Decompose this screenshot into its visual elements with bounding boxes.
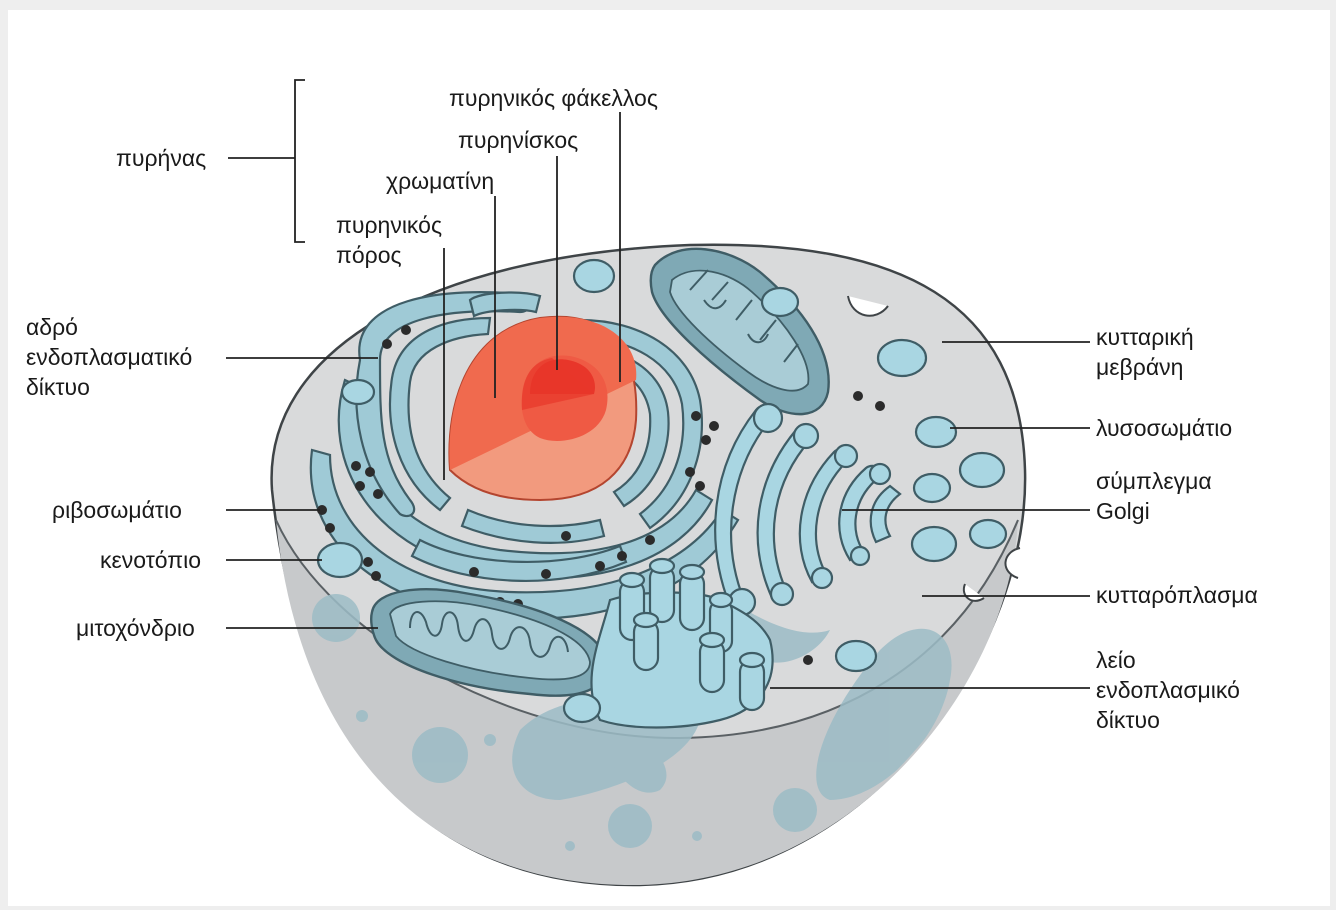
- label-nuclear-pore: πυρηνικός πόρος: [336, 210, 442, 270]
- nucleus-bracket: [295, 80, 305, 242]
- label-cell-membrane: κυτταρική μεβράνη: [1096, 322, 1194, 382]
- label-rough-er: αδρό ενδοπλασματικό δίκτυο: [26, 312, 192, 402]
- label-vacuole: κενοτόπιο: [100, 545, 201, 575]
- label-mitochondrion: μιτοχόνδριο: [76, 613, 195, 643]
- label-ribosome: ριβοσωμάτιο: [52, 495, 182, 525]
- label-smooth-er: λείο ενδοπλασμικό δίκτυο: [1096, 645, 1240, 735]
- label-nuclear-envelope: πυρηνικός φάκελλος: [449, 83, 658, 113]
- vacuole: [318, 543, 362, 577]
- label-cytoplasm: κυτταρόπλασμα: [1096, 580, 1258, 610]
- label-lysosome: λυσοσωμάτιο: [1096, 413, 1232, 443]
- label-nucleus: πυρήνας: [116, 143, 206, 173]
- label-golgi: σύμπλεγμα Golgi: [1096, 466, 1212, 526]
- label-nucleolus: πυρηνίσκος: [458, 125, 578, 155]
- label-chromatin: χρωματίνη: [386, 166, 494, 196]
